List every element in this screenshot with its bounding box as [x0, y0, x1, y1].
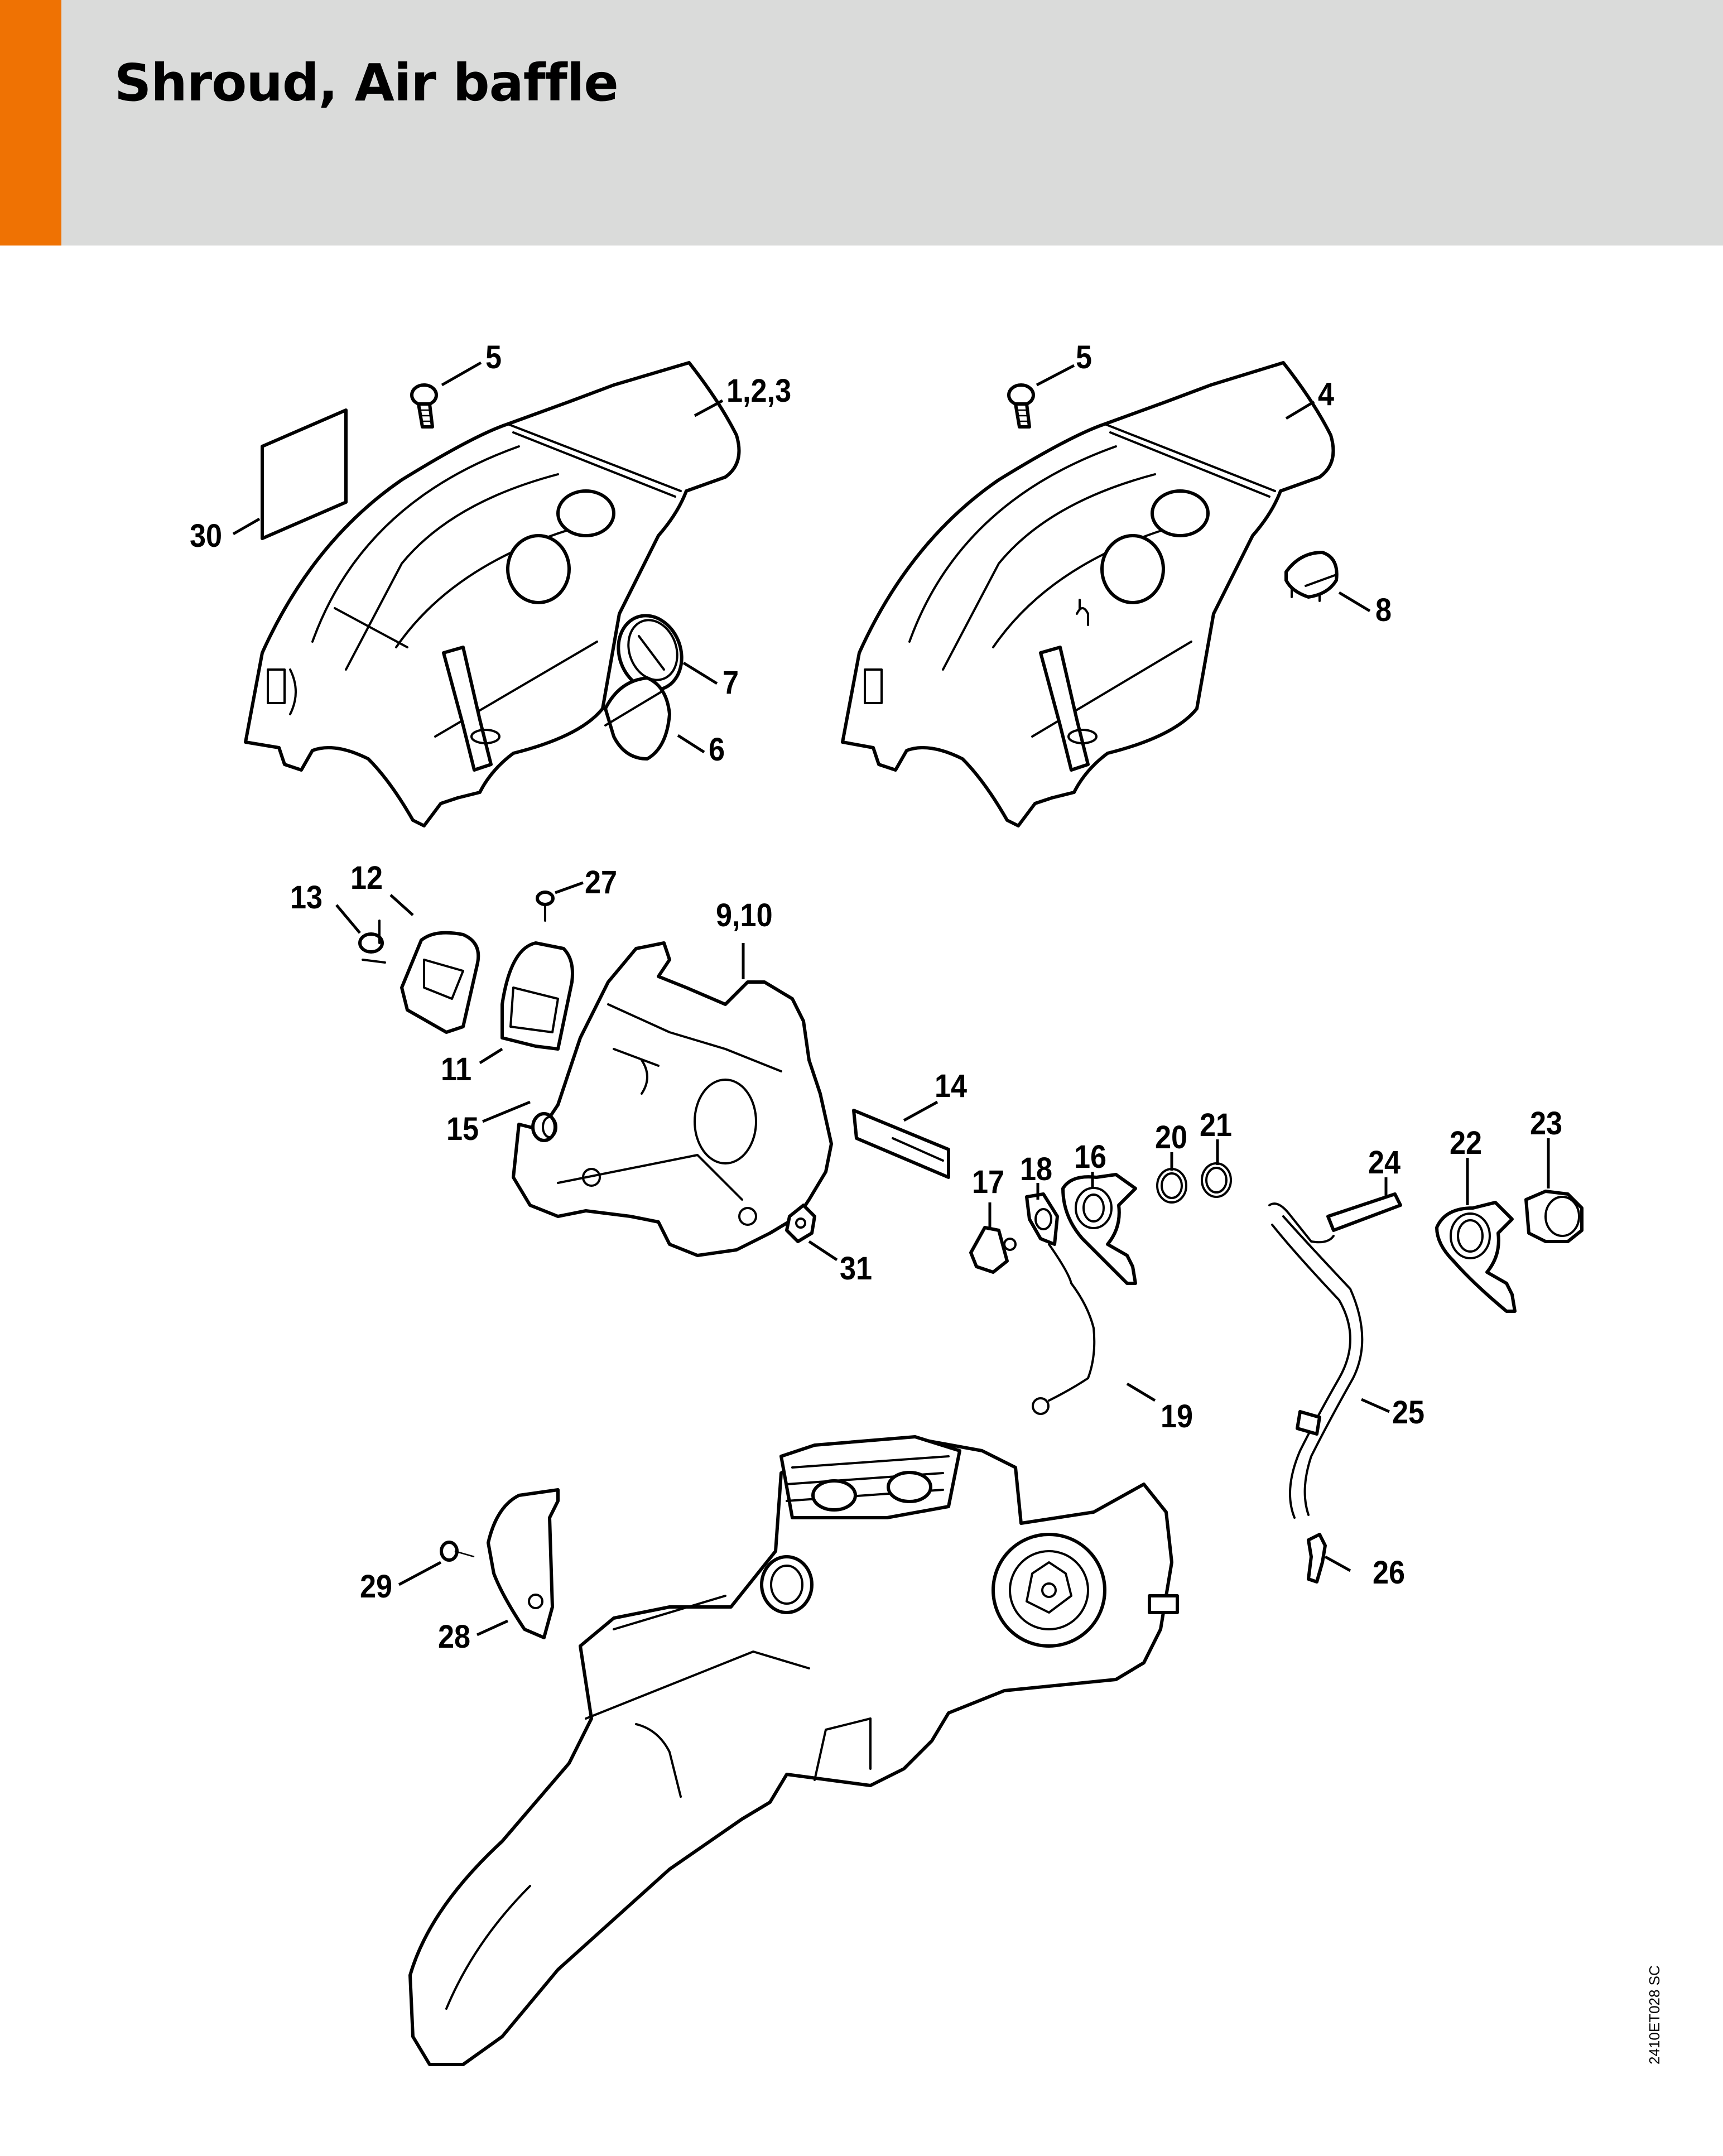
hose-part-25[interactable] — [1268, 1202, 1364, 1519]
callout-23[interactable]: 23 — [1530, 1105, 1563, 1142]
callout-19[interactable]: 19 — [1161, 1398, 1193, 1435]
clip-part-13[interactable] — [358, 920, 386, 964]
callout-6[interactable]: 6 — [709, 732, 725, 768]
housing-part-12[interactable] — [400, 931, 480, 1034]
air-baffle-part-9-10[interactable] — [512, 941, 833, 1257]
callout-30[interactable]: 30 — [190, 518, 223, 554]
pump-housing-part-16[interactable] — [1061, 1173, 1137, 1285]
callout-22[interactable]: 22 — [1450, 1125, 1483, 1161]
callout-31[interactable]: 31 — [840, 1250, 873, 1287]
seal-part-21[interactable] — [1201, 1162, 1232, 1198]
nut-part-31[interactable] — [785, 1204, 816, 1243]
callout-5-left[interactable]: 5 — [485, 339, 502, 376]
leader-lines — [232, 361, 1550, 1637]
label-part-30[interactable] — [261, 408, 348, 540]
page-title: Shroud, Air baffle — [114, 53, 619, 113]
callout-8[interactable]: 8 — [1375, 592, 1392, 628]
callout-1-2-3[interactable]: 1,2,3 — [726, 373, 792, 409]
cover-part-11[interactable] — [500, 941, 574, 1051]
accent-bar — [0, 0, 61, 246]
shroud-part-4[interactable] — [841, 361, 1335, 827]
chainsaw-housing — [408, 1435, 1179, 2066]
plate-part-14[interactable] — [852, 1109, 950, 1179]
o-ring-part-20[interactable] — [1156, 1168, 1187, 1204]
callout-18[interactable]: 18 — [1020, 1151, 1053, 1187]
cover-part-6[interactable] — [604, 676, 671, 761]
callout-13[interactable]: 13 — [290, 879, 323, 916]
screw-part-5-left[interactable] — [410, 383, 438, 429]
callout-27[interactable]: 27 — [585, 864, 618, 901]
tube-part-24[interactable] — [1326, 1192, 1402, 1232]
grommet-part-15[interactable] — [531, 1112, 557, 1142]
screw-part-5-right[interactable] — [1007, 383, 1035, 429]
screw-part-29[interactable] — [440, 1541, 475, 1562]
callout-29[interactable]: 29 — [360, 1568, 393, 1605]
callout-28[interactable]: 28 — [438, 1619, 471, 1655]
callout-11[interactable]: 11 — [441, 1051, 472, 1087]
callout-7[interactable]: 7 — [723, 665, 739, 701]
cap-part-23[interactable] — [1524, 1190, 1584, 1243]
callout-9-10[interactable]: 9,10 — [716, 897, 773, 933]
screw-part-27[interactable] — [536, 891, 555, 922]
callout-12[interactable]: 12 — [350, 860, 383, 896]
callout-21[interactable]: 21 — [1200, 1107, 1233, 1143]
callout-26[interactable]: 26 — [1373, 1555, 1406, 1591]
callout-25[interactable]: 25 — [1392, 1394, 1425, 1431]
ground-wire-part-19[interactable] — [1032, 1243, 1096, 1415]
plug-part-8[interactable] — [1284, 551, 1339, 602]
cap-part-7[interactable] — [608, 607, 692, 699]
callout-20[interactable]: 20 — [1155, 1119, 1188, 1156]
header-band — [0, 0, 1723, 246]
callout-4[interactable]: 4 — [1318, 376, 1335, 412]
callout-16[interactable]: 16 — [1074, 1139, 1107, 1175]
fitting-part-26[interactable] — [1307, 1533, 1327, 1584]
pump-housing-part-22[interactable] — [1435, 1201, 1517, 1313]
switch-part-17[interactable] — [969, 1226, 1017, 1274]
callout-15[interactable]: 15 — [446, 1111, 479, 1147]
callout-17[interactable]: 17 — [972, 1164, 1005, 1200]
cover-part-28[interactable] — [487, 1488, 560, 1639]
shroud-part-1-2-3[interactable] — [244, 361, 741, 827]
callout-24[interactable]: 24 — [1368, 1144, 1401, 1181]
contact-part-18[interactable] — [1025, 1192, 1059, 1246]
callout-5-right[interactable]: 5 — [1076, 339, 1092, 376]
drawing-number: 2410ET028 SC — [1646, 1965, 1663, 2064]
callout-14[interactable]: 14 — [935, 1068, 968, 1104]
